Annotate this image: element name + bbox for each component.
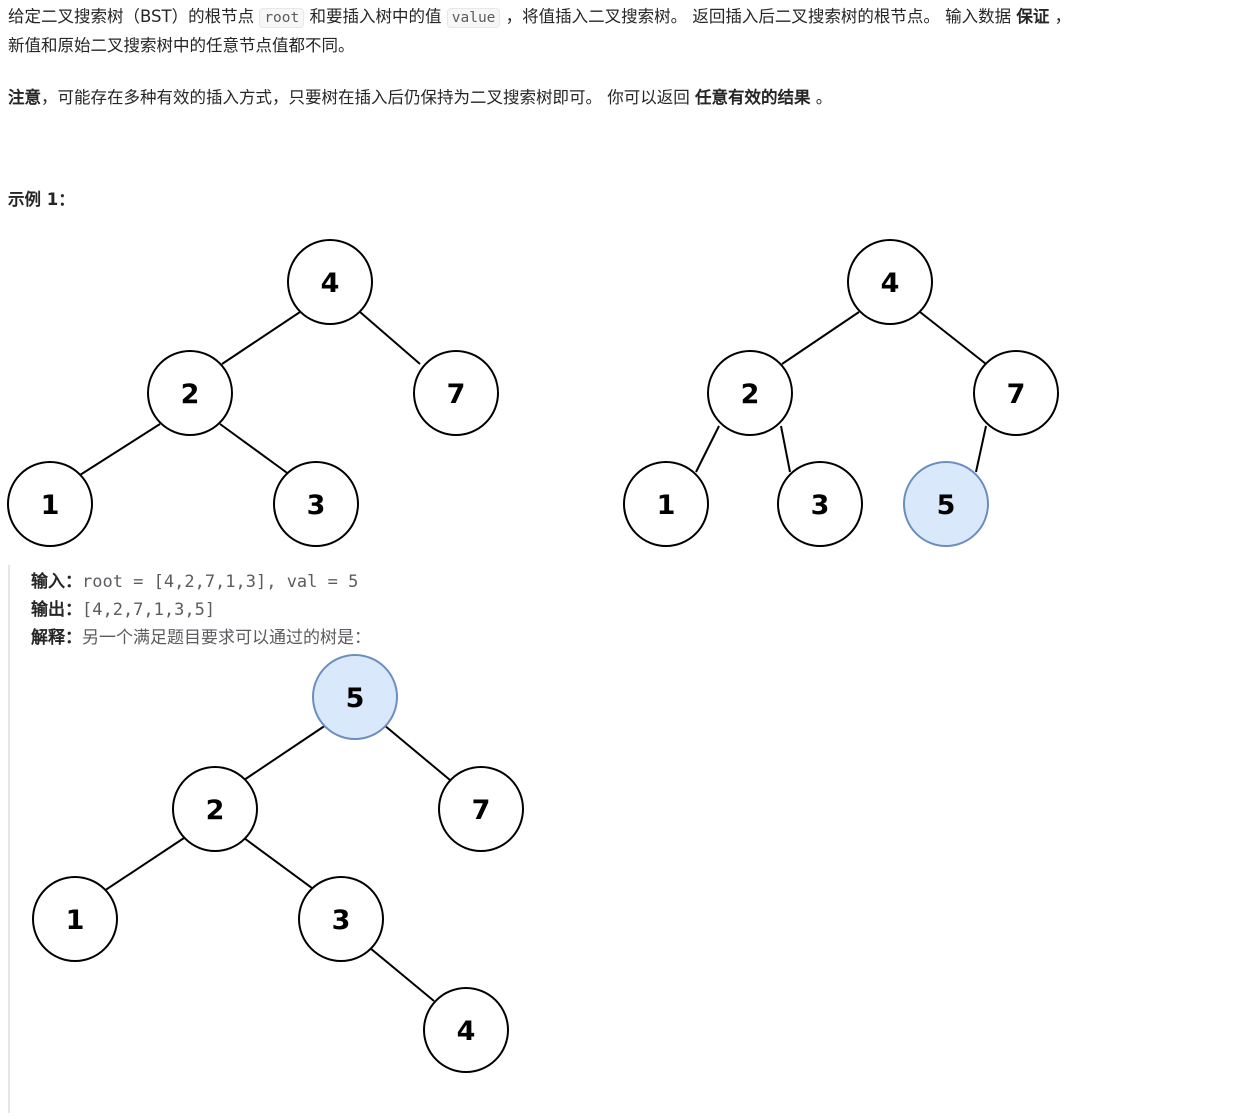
tree-alternative: 5 2 7 1 3 4 bbox=[32, 654, 524, 1073]
tree-after: 4 2 7 1 3 5 bbox=[623, 239, 1059, 547]
output-label: 输出： bbox=[31, 600, 82, 620]
tree-node: 7 bbox=[438, 766, 524, 852]
tree-node: 2 bbox=[147, 350, 233, 436]
bold-guarantee: 保证 bbox=[1016, 7, 1050, 26]
note-paragraph: 注意，可能存在多种有效的插入方式，只要树在插入后仍保持为二叉搜索树即可。 你可以… bbox=[8, 83, 832, 112]
tree-node: 3 bbox=[273, 461, 359, 547]
example-output: 输出：[4,2,7,1,3,5] bbox=[31, 596, 215, 624]
svg-text:7: 7 bbox=[447, 379, 466, 410]
svg-text:7: 7 bbox=[1007, 379, 1026, 410]
description-text: 和要插入树中的值 bbox=[304, 7, 447, 26]
tree-before: 4 2 7 1 3 bbox=[7, 239, 499, 547]
svg-text:7: 7 bbox=[472, 795, 491, 826]
svg-text:2: 2 bbox=[741, 379, 760, 410]
input-label: 输入： bbox=[31, 572, 82, 592]
input-value: root = [4,2,7,1,3], val = 5 bbox=[82, 572, 359, 592]
code-root: root bbox=[259, 8, 305, 28]
explain-value: 另一个满足题目要求可以通过的树是： bbox=[82, 628, 371, 648]
tree-node: 2 bbox=[172, 766, 258, 852]
example-title: 示例 1： bbox=[8, 190, 75, 209]
description-paragraph: 给定二叉搜索树（BST）的根节点 root 和要插入树中的值 value ，将值… bbox=[8, 2, 1071, 33]
description-text: 给定二叉搜索树（BST）的根节点 bbox=[8, 7, 260, 26]
note-label: 注意 bbox=[8, 88, 41, 107]
description-text: 新值和原始二叉搜索树中的任意节点值都不同。 bbox=[8, 36, 355, 55]
output-value: [4,2,7,1,3,5] bbox=[82, 600, 216, 620]
tree-node: 2 bbox=[707, 350, 793, 436]
svg-text:3: 3 bbox=[811, 490, 830, 521]
code-value: value bbox=[446, 8, 501, 28]
example-explanation: 解释：另一个满足题目要求可以通过的树是： bbox=[31, 624, 371, 652]
description-text: ，将值插入二叉搜索树。 返回插入后二叉搜索树的根节点。 输入数据 bbox=[500, 7, 1017, 26]
description-paragraph-cont: 新值和原始二叉搜索树中的任意节点值都不同。 bbox=[8, 31, 355, 60]
svg-text:4: 4 bbox=[321, 268, 340, 299]
svg-text:4: 4 bbox=[881, 268, 900, 299]
tree-node: 1 bbox=[623, 461, 709, 547]
svg-text:3: 3 bbox=[307, 490, 326, 521]
svg-text:2: 2 bbox=[206, 795, 225, 826]
note-text: 。 bbox=[810, 88, 833, 107]
tree-node: 4 bbox=[287, 239, 373, 325]
svg-text:1: 1 bbox=[657, 490, 676, 521]
tree-node: 3 bbox=[298, 876, 384, 962]
tree-node: 4 bbox=[847, 239, 933, 325]
tree-node: 1 bbox=[32, 876, 118, 962]
note-bold: 任意有效的结果 bbox=[695, 88, 811, 107]
svg-text:2: 2 bbox=[181, 379, 200, 410]
example-block-rule bbox=[8, 565, 11, 1113]
svg-text:5: 5 bbox=[937, 490, 956, 521]
example-input: 输入：root = [4,2,7,1,3], val = 5 bbox=[31, 568, 358, 596]
tree-node: 7 bbox=[973, 350, 1059, 436]
tree-node-inserted: 5 bbox=[903, 461, 989, 547]
svg-text:1: 1 bbox=[66, 905, 85, 936]
tree-node: 1 bbox=[7, 461, 93, 547]
tree-node-root-highlight: 5 bbox=[312, 654, 398, 740]
tree-node: 3 bbox=[777, 461, 863, 547]
svg-text:3: 3 bbox=[332, 905, 351, 936]
tree-node: 7 bbox=[413, 350, 499, 436]
svg-text:4: 4 bbox=[457, 1016, 476, 1047]
note-text: ，可能存在多种有效的插入方式，只要树在插入后仍保持为二叉搜索树即可。 你可以返回 bbox=[41, 88, 695, 107]
tree-node: 4 bbox=[423, 987, 509, 1073]
description-text: ， bbox=[1049, 7, 1072, 26]
svg-text:5: 5 bbox=[346, 683, 365, 714]
svg-text:1: 1 bbox=[41, 490, 60, 521]
explain-label: 解释： bbox=[31, 628, 82, 648]
